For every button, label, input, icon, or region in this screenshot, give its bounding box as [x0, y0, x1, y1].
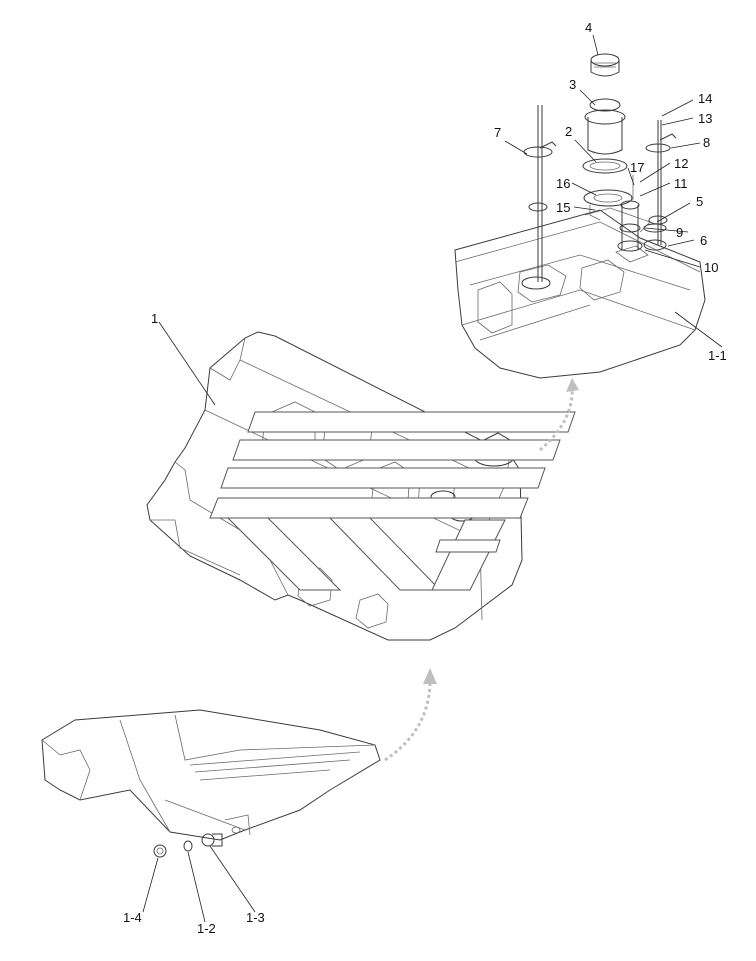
callout-1-3: 1-3 [246, 910, 265, 925]
callout-16: 16 [556, 176, 570, 191]
callout-15: 15 [556, 200, 570, 215]
callout-7: 7 [494, 125, 501, 140]
callout-8: 8 [703, 135, 710, 150]
arrow-to-detail-view [539, 384, 574, 452]
gasket-part-2 [582, 158, 628, 174]
callout-2: 2 [565, 124, 572, 139]
filler-cap-part-4 [590, 53, 620, 77]
leader-lines [142, 34, 723, 923]
callout-13: 13 [698, 111, 712, 126]
callout-3: 3 [569, 77, 576, 92]
callout-17: 17 [630, 160, 644, 175]
arrowhead-lower [423, 668, 437, 684]
flange-parts-15-16 [583, 189, 633, 221]
detail-view-tank-bottom [41, 709, 381, 841]
callout-1: 1 [151, 311, 158, 326]
filler-neck-part-3 [584, 98, 626, 155]
callout-5: 5 [696, 194, 703, 209]
sender-unit-part-8 [645, 120, 677, 245]
drain-plug-parts [153, 833, 223, 858]
detail-view-tank-top [454, 207, 706, 379]
callout-1-2: 1-2 [197, 921, 216, 936]
watermark-logo [209, 411, 576, 591]
callout-12: 12 [674, 156, 688, 171]
callout-14: 14 [698, 91, 712, 106]
arrowhead-upper [566, 378, 579, 392]
callout-10: 10 [704, 260, 718, 275]
callout-4: 4 [585, 20, 592, 35]
sender-unit-part-7 [523, 105, 557, 282]
callout-1-4: 1-4 [123, 910, 142, 925]
pipe-assembly-parts-9-12 [617, 175, 667, 252]
callout-9: 9 [676, 225, 683, 240]
callout-6: 6 [700, 233, 707, 248]
callout-labels: 4 3 2 7 14 13 8 17 12 16 11 5 15 9 6 10 … [123, 20, 727, 936]
callout-1-1: 1-1 [708, 348, 727, 363]
callout-11: 11 [674, 176, 688, 191]
arrow-to-main-tank [384, 679, 432, 762]
